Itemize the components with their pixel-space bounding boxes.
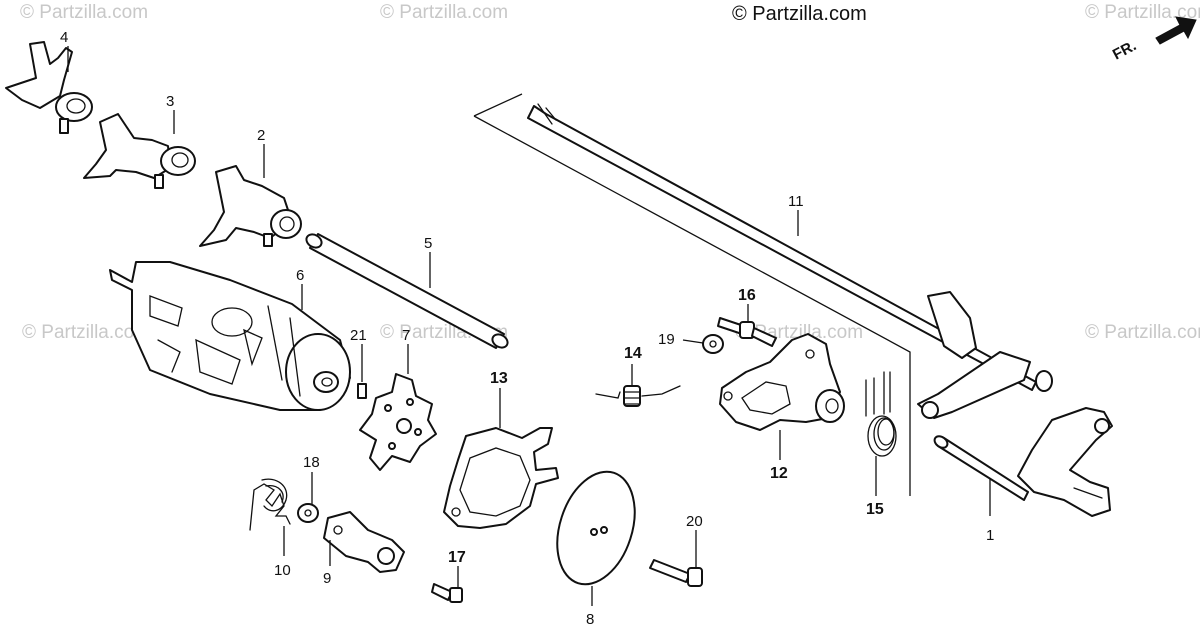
- washer-18: [297, 503, 319, 523]
- watermark-mid-far-right: © Partzilla.com: [1085, 322, 1200, 343]
- watermark-top-center: © Partzilla.com: [380, 2, 508, 23]
- washer-19: [702, 334, 724, 354]
- callout-16: 16: [738, 287, 756, 304]
- shift-drum-6: [109, 261, 351, 411]
- gearshift-spindle-11: [527, 103, 1053, 419]
- watermarks: © Partzilla.com © Partzilla.com © Partzi…: [20, 2, 1200, 343]
- gasket-8: [556, 470, 636, 586]
- pin-bolt-16: [717, 317, 777, 347]
- callout-5: 5: [424, 235, 432, 252]
- callout-3: 3: [166, 93, 174, 110]
- watermark-top-left: © Partzilla.com: [20, 2, 148, 23]
- shift-arm-1: [933, 407, 1113, 517]
- watermark-top-right: © Partzilla.com: [1085, 2, 1200, 23]
- spring-10: [249, 478, 291, 531]
- callout-19: 19: [658, 331, 675, 348]
- callout-11: 11: [788, 193, 804, 210]
- front-direction-indicator: FR.: [1110, 16, 1197, 64]
- callout-17: 17: [448, 549, 466, 566]
- shift-fork-3: [83, 113, 196, 189]
- guide-plate-12: [719, 333, 845, 431]
- spindle-outline: [473, 93, 911, 496]
- watermark-mid-left: © Partzilla.com: [22, 322, 150, 343]
- callout-15: 15: [866, 501, 884, 518]
- callout-10: 10: [274, 562, 291, 579]
- callout-9: 9: [323, 570, 331, 587]
- callout-20: 20: [686, 513, 703, 530]
- spring-14: [595, 385, 681, 407]
- callout-13: 13: [490, 370, 508, 387]
- callout-1: 1: [986, 527, 994, 544]
- front-label: FR.: [1110, 37, 1139, 63]
- bolt-17: [431, 583, 463, 603]
- drum-center-7: [359, 373, 437, 471]
- spring-15: [865, 371, 897, 457]
- callout-12: 12: [770, 465, 788, 482]
- shift-fork-4: [5, 41, 93, 134]
- callout-6: 6: [296, 267, 304, 284]
- callout-21: 21: [350, 327, 367, 344]
- copyright-notice: © Partzilla.com: [732, 3, 867, 25]
- fork-shaft-5: [305, 233, 509, 349]
- pin-21: [357, 383, 367, 399]
- shift-fork-2: [199, 165, 302, 247]
- callout-4: 4: [60, 29, 68, 46]
- stopper-plate-13: [443, 427, 559, 529]
- callout-2: 2: [257, 127, 265, 144]
- bolt-20: [649, 559, 703, 587]
- stopper-arm-9: [323, 511, 405, 573]
- callouts: 4 3 2 5 6 21 7 13 8 9 18 10 17 20 14 19: [60, 29, 994, 628]
- front-arrow-icon: [1155, 16, 1197, 45]
- callout-18: 18: [303, 454, 320, 471]
- callout-14: 14: [624, 345, 642, 362]
- callout-8: 8: [586, 611, 594, 628]
- callout-7: 7: [402, 327, 410, 344]
